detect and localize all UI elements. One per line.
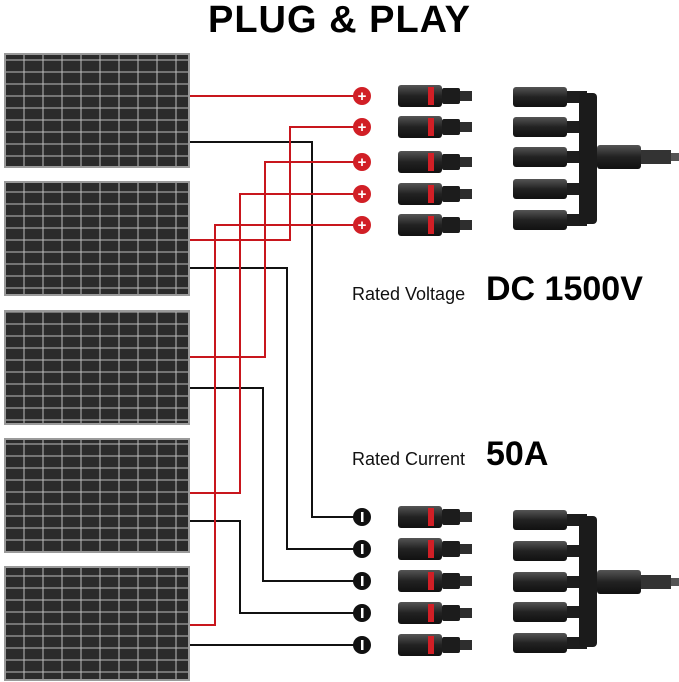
svg-text:+: + bbox=[358, 217, 367, 234]
negative-wire bbox=[190, 267, 360, 550]
positive-wire bbox=[190, 126, 360, 241]
page-title: PLUG & PLAY bbox=[208, 0, 471, 41]
mc4-connector-icon bbox=[398, 634, 472, 656]
solar-panel-icon bbox=[4, 181, 190, 296]
mc4-connector-icon bbox=[398, 116, 472, 138]
plus-icon: + bbox=[353, 153, 371, 171]
positive-wire bbox=[190, 161, 360, 358]
minus-icon bbox=[353, 508, 371, 526]
svg-text:+: + bbox=[358, 88, 367, 105]
mc4-connector-icon bbox=[398, 151, 472, 173]
svg-text:+: + bbox=[358, 186, 367, 203]
mc4-connector-icon bbox=[398, 602, 472, 624]
plus-icon: + bbox=[353, 216, 371, 234]
solar-panel-icon bbox=[4, 438, 190, 553]
negative-wire bbox=[190, 141, 360, 518]
negative-wire bbox=[190, 387, 360, 582]
rated-voltage-label: Rated Voltage bbox=[352, 284, 466, 304]
solar-panel-icon bbox=[4, 53, 190, 168]
plus-icon: + bbox=[353, 185, 371, 203]
rated-current-value: 50A bbox=[486, 435, 549, 473]
positive-wire bbox=[190, 224, 360, 626]
mc4-connector-icon bbox=[398, 538, 472, 560]
mc4-connector-icon bbox=[398, 506, 472, 528]
branch-connector-icon bbox=[513, 510, 679, 653]
mc4-connector-icon bbox=[398, 214, 472, 236]
minus-icon bbox=[353, 540, 371, 558]
plus-icon: + bbox=[353, 118, 371, 136]
mc4-connector-icon bbox=[398, 85, 472, 107]
mc4-connector-icon bbox=[398, 183, 472, 205]
rated-current-label: Rated Current bbox=[352, 449, 466, 469]
minus-icon bbox=[353, 604, 371, 622]
minus-icon bbox=[353, 636, 371, 654]
rated-voltage-value: DC 1500V bbox=[486, 270, 643, 308]
minus-icon bbox=[353, 572, 371, 590]
svg-text:+: + bbox=[358, 154, 367, 171]
mc4-connector-icon bbox=[398, 570, 472, 592]
plus-icon: + bbox=[353, 87, 371, 105]
solar-panel-icon bbox=[4, 566, 190, 681]
branch-connector-icon bbox=[513, 87, 679, 230]
svg-text:+: + bbox=[358, 119, 367, 136]
solar-panel-icon bbox=[4, 310, 190, 425]
